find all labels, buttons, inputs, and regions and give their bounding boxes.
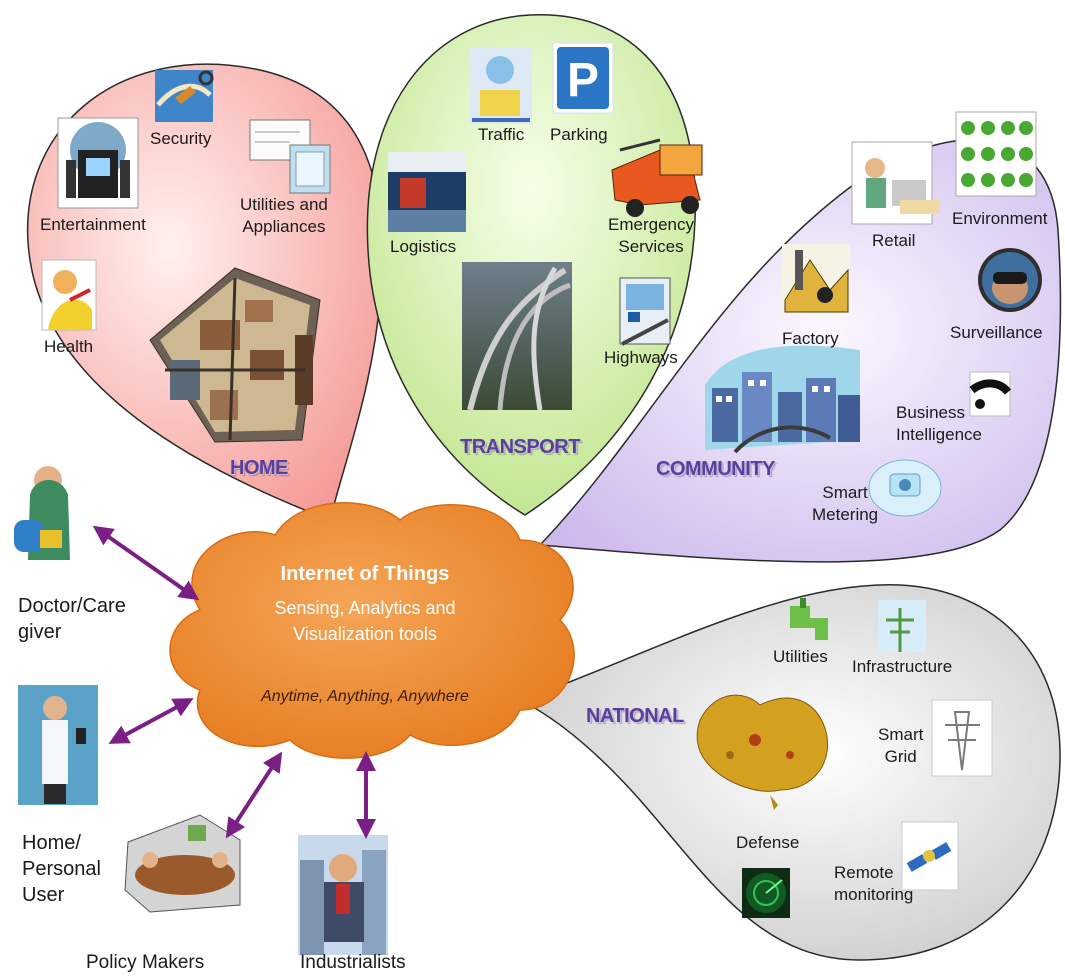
doctor-icon [14,466,70,560]
security-icon [155,70,214,122]
remote-line2: monitoring [834,885,914,904]
doctor-line1: Doctor/Care [18,595,126,617]
utilities-appliances-line2: Appliances [242,217,326,236]
traffic-icon [470,48,532,124]
home-user-label: Home/ Personal User [22,830,101,908]
arrow-doctor [92,525,200,601]
logistics-label: Logistics [390,237,457,256]
industrialists-label: Industrialists [300,952,406,973]
metering-line1: Smart [822,483,868,502]
entertainment-icon [57,117,139,209]
parking-label: Parking [550,125,608,144]
bi-line2: Intelligence [896,425,983,444]
infrastructure-label: Infrastructure [852,657,953,676]
national-title: NATIONAL [586,705,684,727]
environment-label: Environment [952,209,1048,228]
highways-label: Highways [604,348,678,367]
doctor-line2: giver [18,621,62,643]
environment-icon [955,111,1037,197]
remote-line1: Remote [834,863,894,882]
utilities-appliances-label: Utilities and Appliances [240,194,328,238]
community-title: COMMUNITY [656,458,775,480]
home-user-icon [18,685,98,805]
arrow-policy [225,751,283,839]
arrow-home-user [108,698,194,744]
utilities-appliances-icon [249,119,331,194]
smart-metering-icon [868,459,942,517]
transport-title: TRANSPORT [460,436,580,458]
highway-icon [462,262,572,411]
cloud-subtitle: Sensing, Analytics and Visualization too… [195,595,535,647]
industrialists-icon [298,835,388,955]
cloud-tagline: Anytime, Anything, Anywhere [261,688,469,705]
community-city-icon [705,345,860,454]
factory-label: Factory [782,329,839,348]
parking-icon: P [552,42,614,114]
utilities-label: Utilities [773,647,828,666]
grid-line2: Grid [884,747,917,766]
policy-makers-icon [124,814,241,913]
emergency-line2: Services [618,237,684,256]
infrastructure-icon [878,600,926,652]
surveillance-icon [978,248,1042,312]
defense-label: Defense [736,833,800,852]
cloud-subtitle-line1: Sensing, Analytics and [274,598,456,618]
house-model-icon [149,267,321,443]
utilities-appliances-line1: Utilities and [240,195,328,214]
remote-monitoring-satellite-icon [901,821,959,891]
traffic-label: Traffic [478,125,525,144]
factory-icon [782,244,850,314]
home-user-line2: Personal [22,858,101,880]
connection-arrows [92,525,376,839]
logistics-icon [388,152,466,232]
business-intelligence-icon [969,371,1012,417]
australia-map-icon [696,694,829,810]
doctor-label: Doctor/Care giver [18,593,126,645]
emergency-services-label: Emergency Services [608,214,694,258]
retail-label: Retail [872,231,916,250]
grid-line1: Smart [878,725,924,744]
remote-monitoring-label: Remote monitoring [834,862,913,906]
entertainment-label: Entertainment [40,215,146,234]
parking-sign-letter: P [567,54,599,107]
security-label: Security [150,129,212,148]
highways-sign-icon [619,277,671,346]
emergency-services-icon [611,138,703,217]
business-intelligence-label: Business Intelligence [896,402,982,446]
cloud-subtitle-line2: Visualization tools [293,624,437,644]
smart-grid-label: Smart Grid [878,724,923,768]
smart-metering-label: Smart Metering [812,482,878,526]
metering-line2: Metering [812,505,879,524]
policy-makers-label: Policy Makers [86,952,205,973]
bi-line1: Business [896,403,965,422]
surveillance-label: Surveillance [950,323,1043,342]
retail-icon [851,141,940,225]
health-label: Health [44,337,94,356]
home-user-line1: Home/ [22,832,81,854]
emergency-line1: Emergency [608,215,694,234]
health-icon [41,259,97,331]
home-user-line3: User [22,884,65,906]
utilities-faucet-icon [790,598,828,640]
iot-cloud [169,502,575,759]
smart-grid-icon [931,699,993,777]
cloud-title: Internet of Things [280,563,450,585]
defense-radar-icon [742,868,790,918]
home-title: HOME [230,457,289,479]
